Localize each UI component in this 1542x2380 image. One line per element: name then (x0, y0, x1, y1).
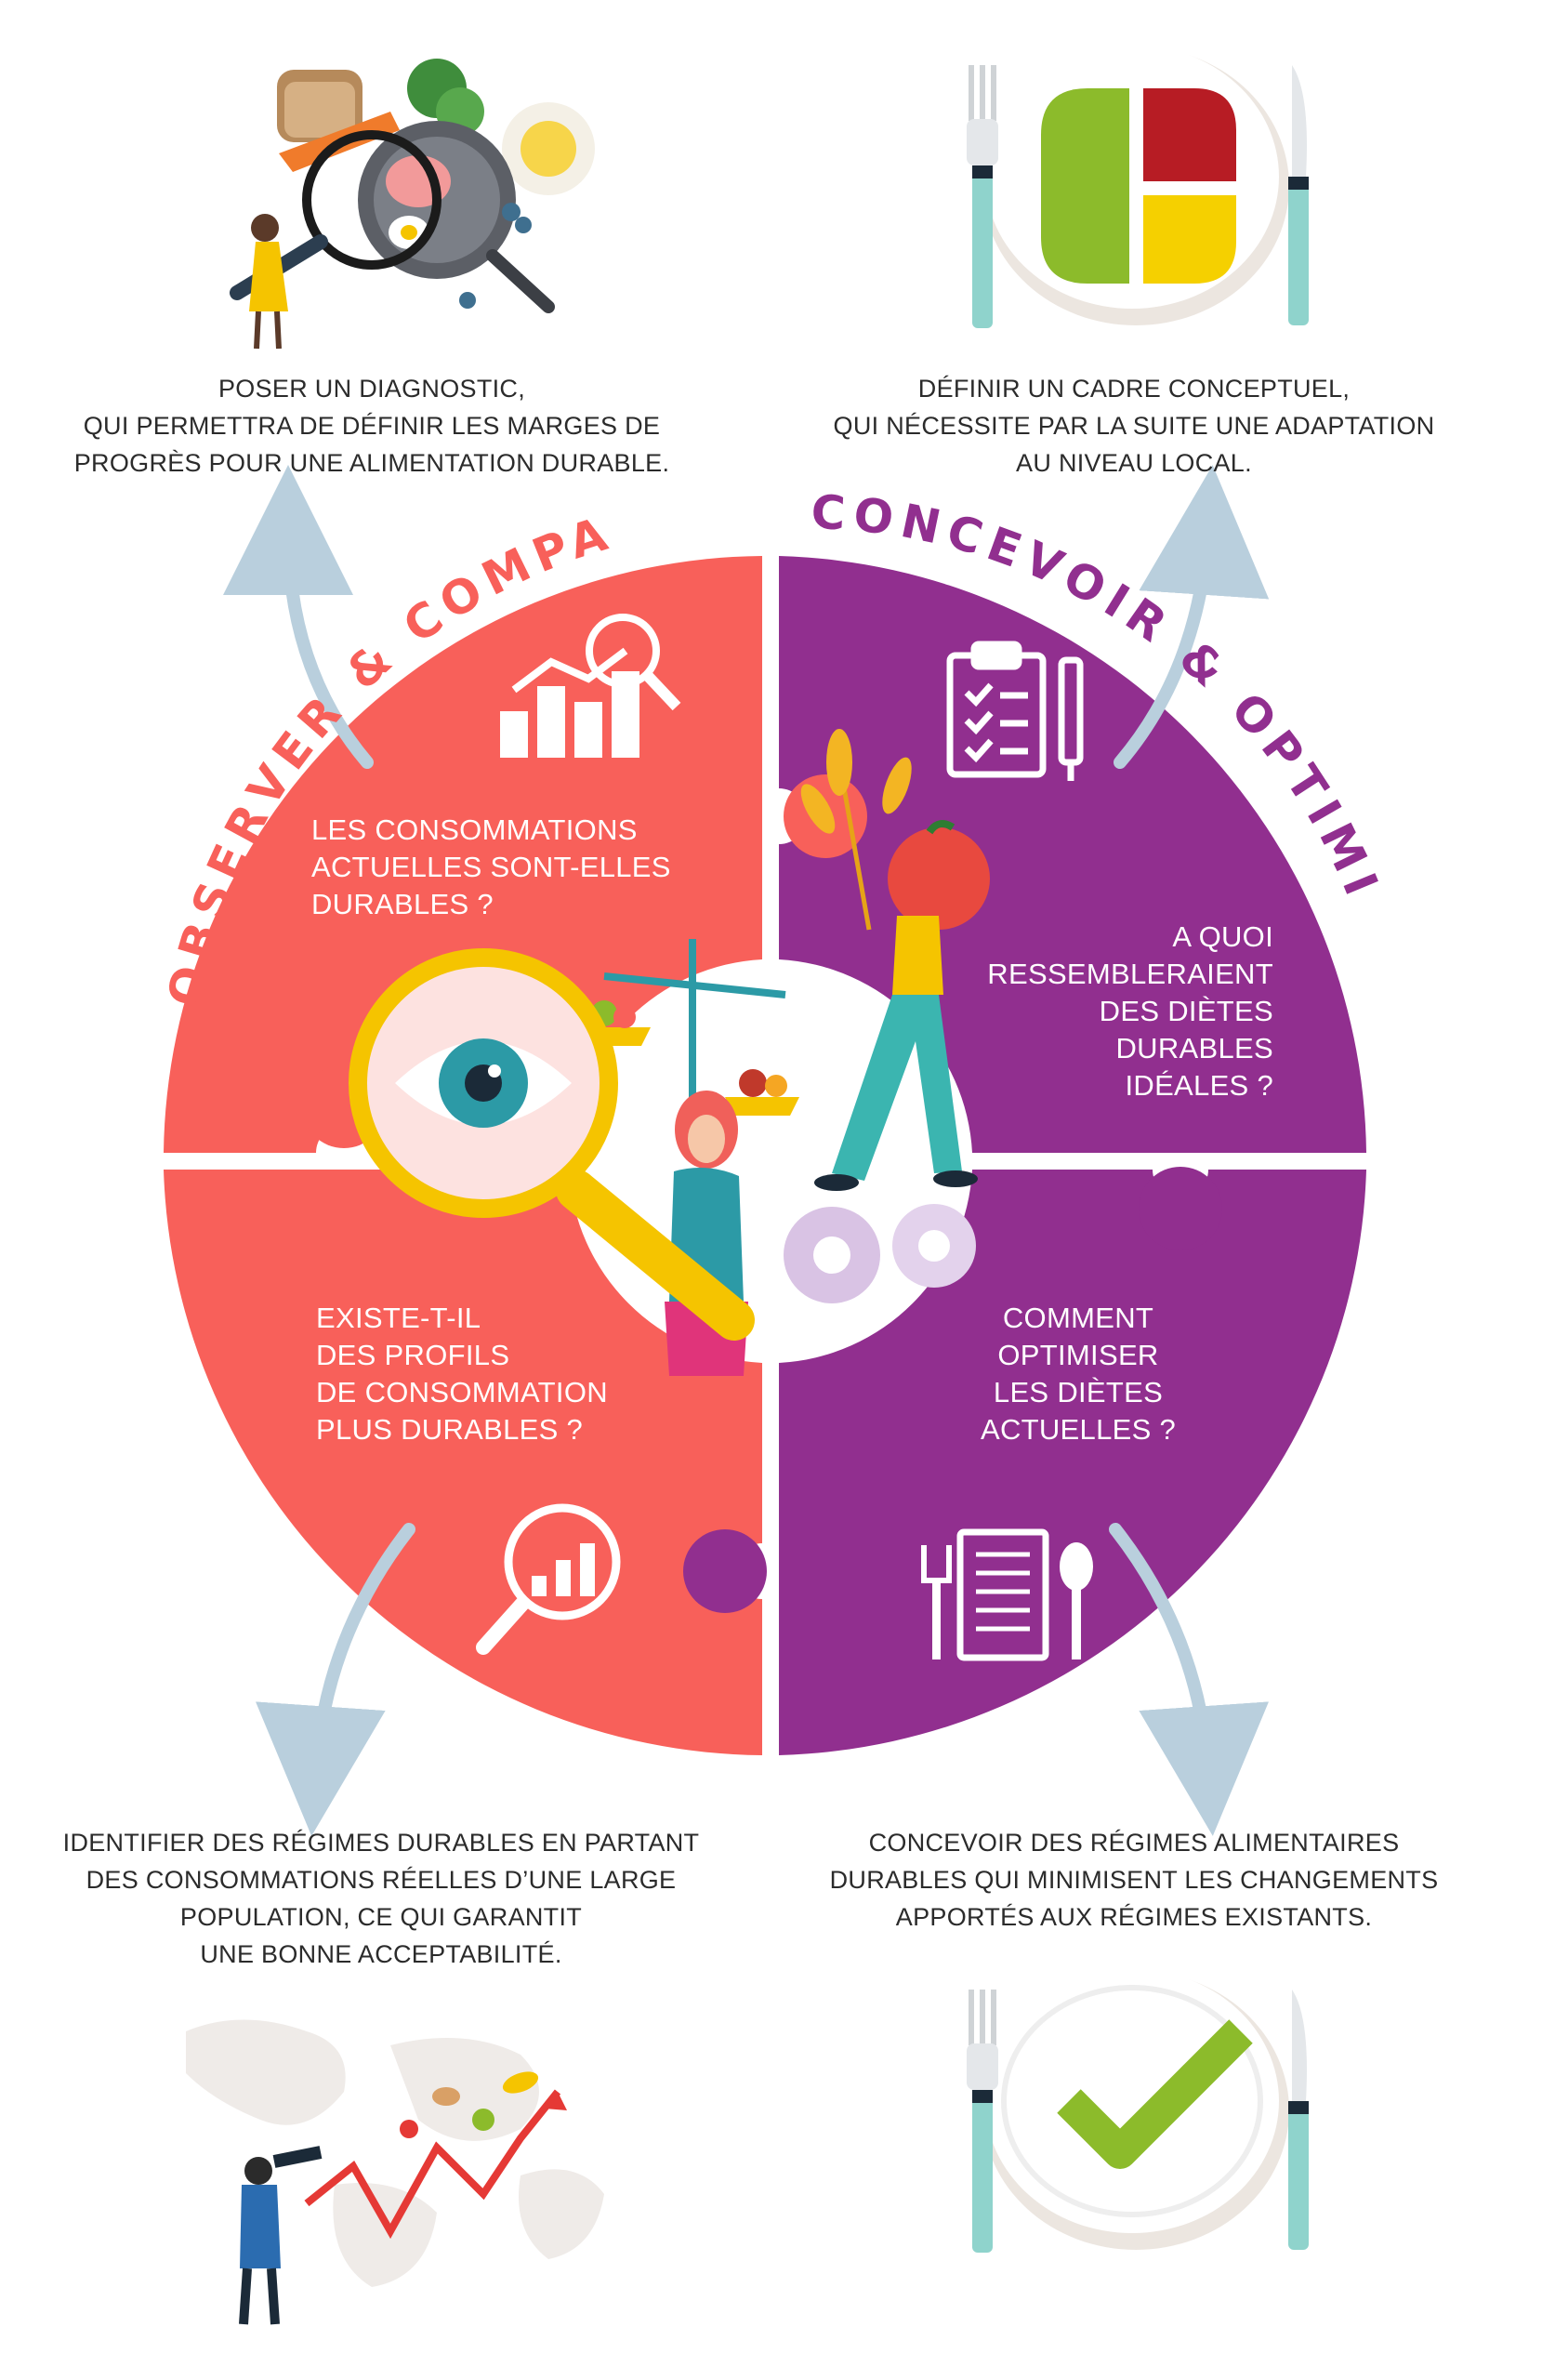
arrow-top-right (1114, 465, 1270, 769)
plate-checkmark-illustration (967, 1969, 1309, 2253)
quadrant-text-top-left: LES CONSOMMATIONS ACTUELLES SONT-ELLES D… (311, 813, 671, 920)
puzzle-knob-right (1139, 1167, 1222, 1250)
quadrant-text-top-right: A QUOI RESSEMBLERAIENT DES DIÈTES DURABL… (987, 920, 1273, 1102)
caption-bottom-right: CONCEVOIR DES RÉGIMES ALIMENTAIRES DURAB… (829, 1829, 1439, 1931)
curved-arrows (223, 465, 1270, 1836)
quadrant-text-bottom-right: COMMENT OPTIMISER LES DIÈTES ACTUELLES ? (980, 1302, 1177, 1446)
quadrant-bottom-left (164, 1170, 762, 1755)
food-magnifier-illustration (230, 59, 595, 350)
caption-top-left: POSER UN DIAGNOSTIC, QUI PERMETTRA DE DÉ… (73, 375, 670, 477)
food-plate-sections-illustration (967, 45, 1309, 328)
bar-chart-magnifier-icon (500, 614, 681, 758)
center-illustration (349, 729, 990, 1376)
quadrant-text-bottom-left: EXISTE-T-IL DES PROFILS DE CONSOMMATION … (316, 1302, 608, 1446)
menu-cutlery-icon (921, 1528, 1093, 1661)
arrow-top-left (223, 465, 374, 769)
clipboard-checklist-pen-icon (946, 641, 1084, 781)
magnifier-bar-chart-icon (476, 1503, 621, 1655)
arrow-bottom-left (256, 1523, 415, 1836)
checkmark-icon (1057, 2019, 1253, 2169)
quadrant-bottom-right (779, 1170, 1366, 1755)
arrow-bottom-right (1109, 1523, 1269, 1836)
caption-bottom-left: IDENTIFIER DES RÉGIMES DURABLES EN PARTA… (62, 1829, 700, 1968)
caption-top-right: DÉFINIR UN CADRE CONCEPTUEL, QUI NÉCESSI… (833, 375, 1435, 477)
puzzle-knob-bottom (683, 1529, 767, 1613)
world-map-trend-illustration (186, 2019, 604, 2325)
